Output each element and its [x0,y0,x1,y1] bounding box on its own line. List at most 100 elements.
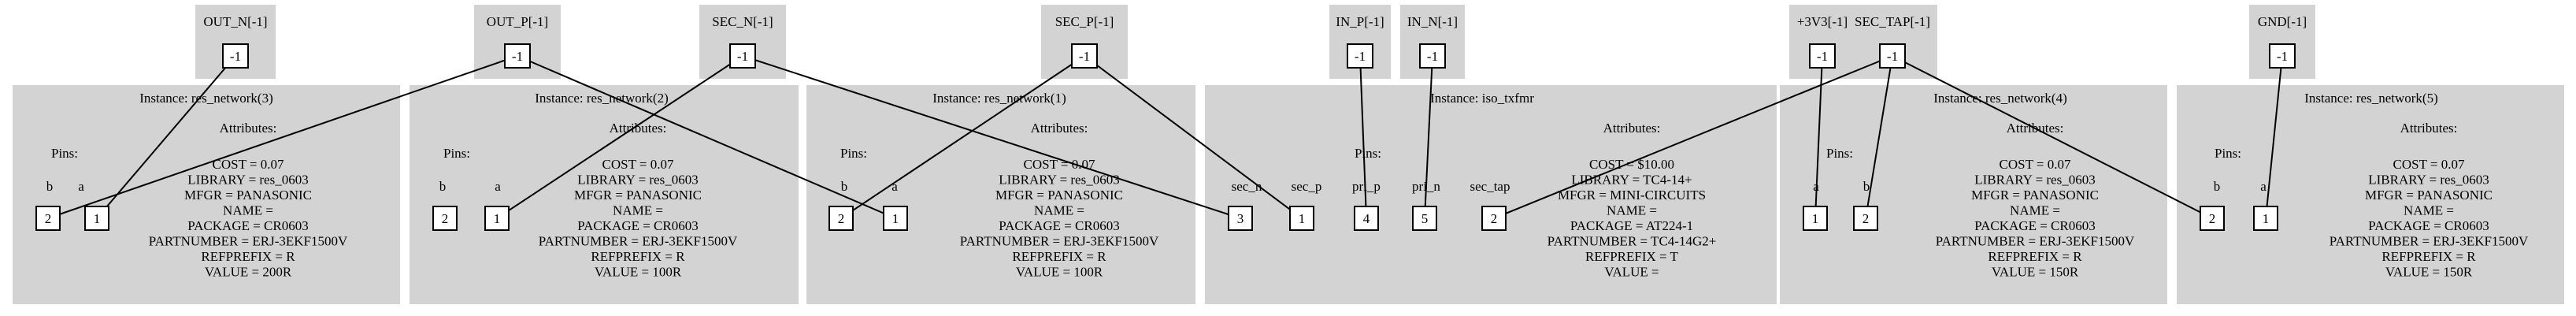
attribute-line: PACKAGE = CR0603 [1974,218,2096,233]
attribute-line: NAME = [2010,203,2060,218]
attribute-line: VALUE = 100R [595,265,682,280]
attribute-line: PARTNUMBER = ERJ-3EKF1500V [149,234,348,249]
instance-box [1205,85,1777,304]
attribute-line: REFPREFIX = R [591,249,685,264]
attribute-line: NAME = [1607,203,1657,218]
pin-b: 2 [432,206,458,231]
instance-box [806,85,1195,304]
attribute-line: MFGR = PANASONIC [995,188,1123,203]
pin-name: b [439,179,447,194]
pin-number: 2 [2209,211,2216,226]
net-label: IN_P[-1] [1336,14,1384,29]
net-port-box [729,43,756,69]
pin-box [1228,206,1253,231]
pin-box [484,206,510,231]
pin-a: 1 [1803,206,1828,231]
wire-in_n-to-iso [1424,55,1433,219]
attribute-line: COST = $10.00 [1589,157,1674,172]
attribute-line: COST = 0.07 [1024,157,1095,172]
attribute-line: REFPREFIX = R [2381,249,2476,264]
pin-b: 2 [35,206,61,231]
wire-sec_p-to-rn1 [840,55,1085,219]
pin-name: b [841,179,848,194]
net-port-box [1809,43,1836,69]
wire-out_p-to-rn1 [517,55,896,219]
pin-b: 2 [2200,206,2225,231]
net-in_p-port: -1 [1347,43,1373,69]
net-v3v3-port: -1 [1809,43,1836,69]
pins-label: Pins: [443,146,470,161]
pin-pri_n: 5 [1412,206,1437,231]
pins-label: Pins: [2215,146,2241,161]
attribute-line: VALUE = 150R [2385,265,2473,280]
instance-rn4: Instance: res_network(4)Attributes:Pins:… [1780,85,2167,304]
pin-box [432,206,458,231]
net-port-label: -1 [737,49,748,64]
wire-out_p-to-rn3 [47,55,518,219]
attribute-line: LIBRARY = TC4-14+ [1571,173,1692,188]
instance-box [13,85,400,304]
pin-box [2253,206,2278,231]
pin-box [1412,206,1437,231]
attributes-label: Attributes: [2400,121,2458,136]
boxes-layer: OUT_N[-1]OUT_P[-1]SEC_N[-1]SEC_P[-1]IN_P… [13,5,2564,304]
pin-number: 3 [1237,211,1244,226]
pin-box [1289,206,1314,231]
attribute-line: REFPREFIX = R [201,249,295,264]
net-port-box [1419,43,1446,69]
attributes-label: Attributes: [220,121,277,136]
instance-rn5: Instance: res_network(5)Attributes:Pins:… [2177,85,2564,304]
pin-name: b [2214,179,2221,194]
net-port-box [1347,43,1373,69]
attribute-line: PARTNUMBER = ERJ-3EKF1500V [539,234,738,249]
attribute-line: PACKAGE = CR0603 [999,218,1120,233]
pin-sec_n: 3 [1228,206,1253,231]
pin-name: sec_tap [1470,179,1510,194]
attribute-line: LIBRARY = res_0603 [999,173,1119,188]
pin-box [84,206,109,231]
pin-name: sec_n [1232,179,1262,194]
pin-a: 1 [84,206,109,231]
net-label: SEC_N[-1] [712,14,773,29]
wire-sec_tap-to-rn4 [1865,55,1893,219]
attribute-line: LIBRARY = res_0603 [1974,173,2095,188]
net-gnd-port: -1 [2269,43,2296,69]
pin-sec_tap: 2 [1481,206,1507,231]
attribute-line: COST = 0.07 [2000,157,2071,172]
pin-number: 1 [892,211,899,226]
attribute-line: COST = 0.07 [213,157,284,172]
attribute-line: LIBRARY = res_0603 [577,173,698,188]
attribute-line: MFGR = PANASONIC [574,188,702,203]
attributes-label: Attributes: [1603,121,1661,136]
pins-label: Pins: [51,146,78,161]
attributes-label: Attributes: [1031,121,1088,136]
instance-title: Instance: iso_txfmr [1430,91,1534,106]
net-port-box [1071,43,1098,69]
net-sec_tap-port: -1 [1879,43,1906,69]
attribute-line: REFPREFIX = R [1988,249,2082,264]
attribute-line: PACKAGE = CR0603 [577,218,699,233]
wire-v3v3-to-rn4 [1814,55,1823,219]
pin-number: 1 [1812,211,1819,226]
attribute-line: COST = 0.07 [602,157,674,172]
pin-name: b [1863,179,1870,194]
pin-name: a [2260,179,2267,194]
attribute-line: PARTNUMBER = ERJ-3EKF1500V [1936,234,2135,249]
net-label: +3V3[-1] [1797,14,1848,29]
attribute-line: NAME = [1034,203,1084,218]
net-in_n-port: -1 [1419,43,1446,69]
attribute-line: PARTNUMBER = ERJ-3EKF1500V [2330,234,2529,249]
net-port-label: -1 [2277,49,2288,64]
pin-number: 2 [1491,211,1498,226]
instance-rn3: Instance: res_network(3)Attributes:Pins:… [13,85,400,304]
instance-box [2177,85,2564,304]
instance-title: Instance: res_network(1) [932,91,1066,106]
pin-a: 1 [2253,206,2278,231]
pin-name: sec_p [1292,179,1322,194]
attribute-line: MFGR = MINI-CIRCUITS [1558,188,1706,203]
pin-b: 2 [828,206,854,231]
pin-number: 1 [494,211,501,226]
instance-title: Instance: res_network(4) [1933,91,2066,106]
net-v3v3-cluster: +3V3[-1] [1789,5,1855,79]
